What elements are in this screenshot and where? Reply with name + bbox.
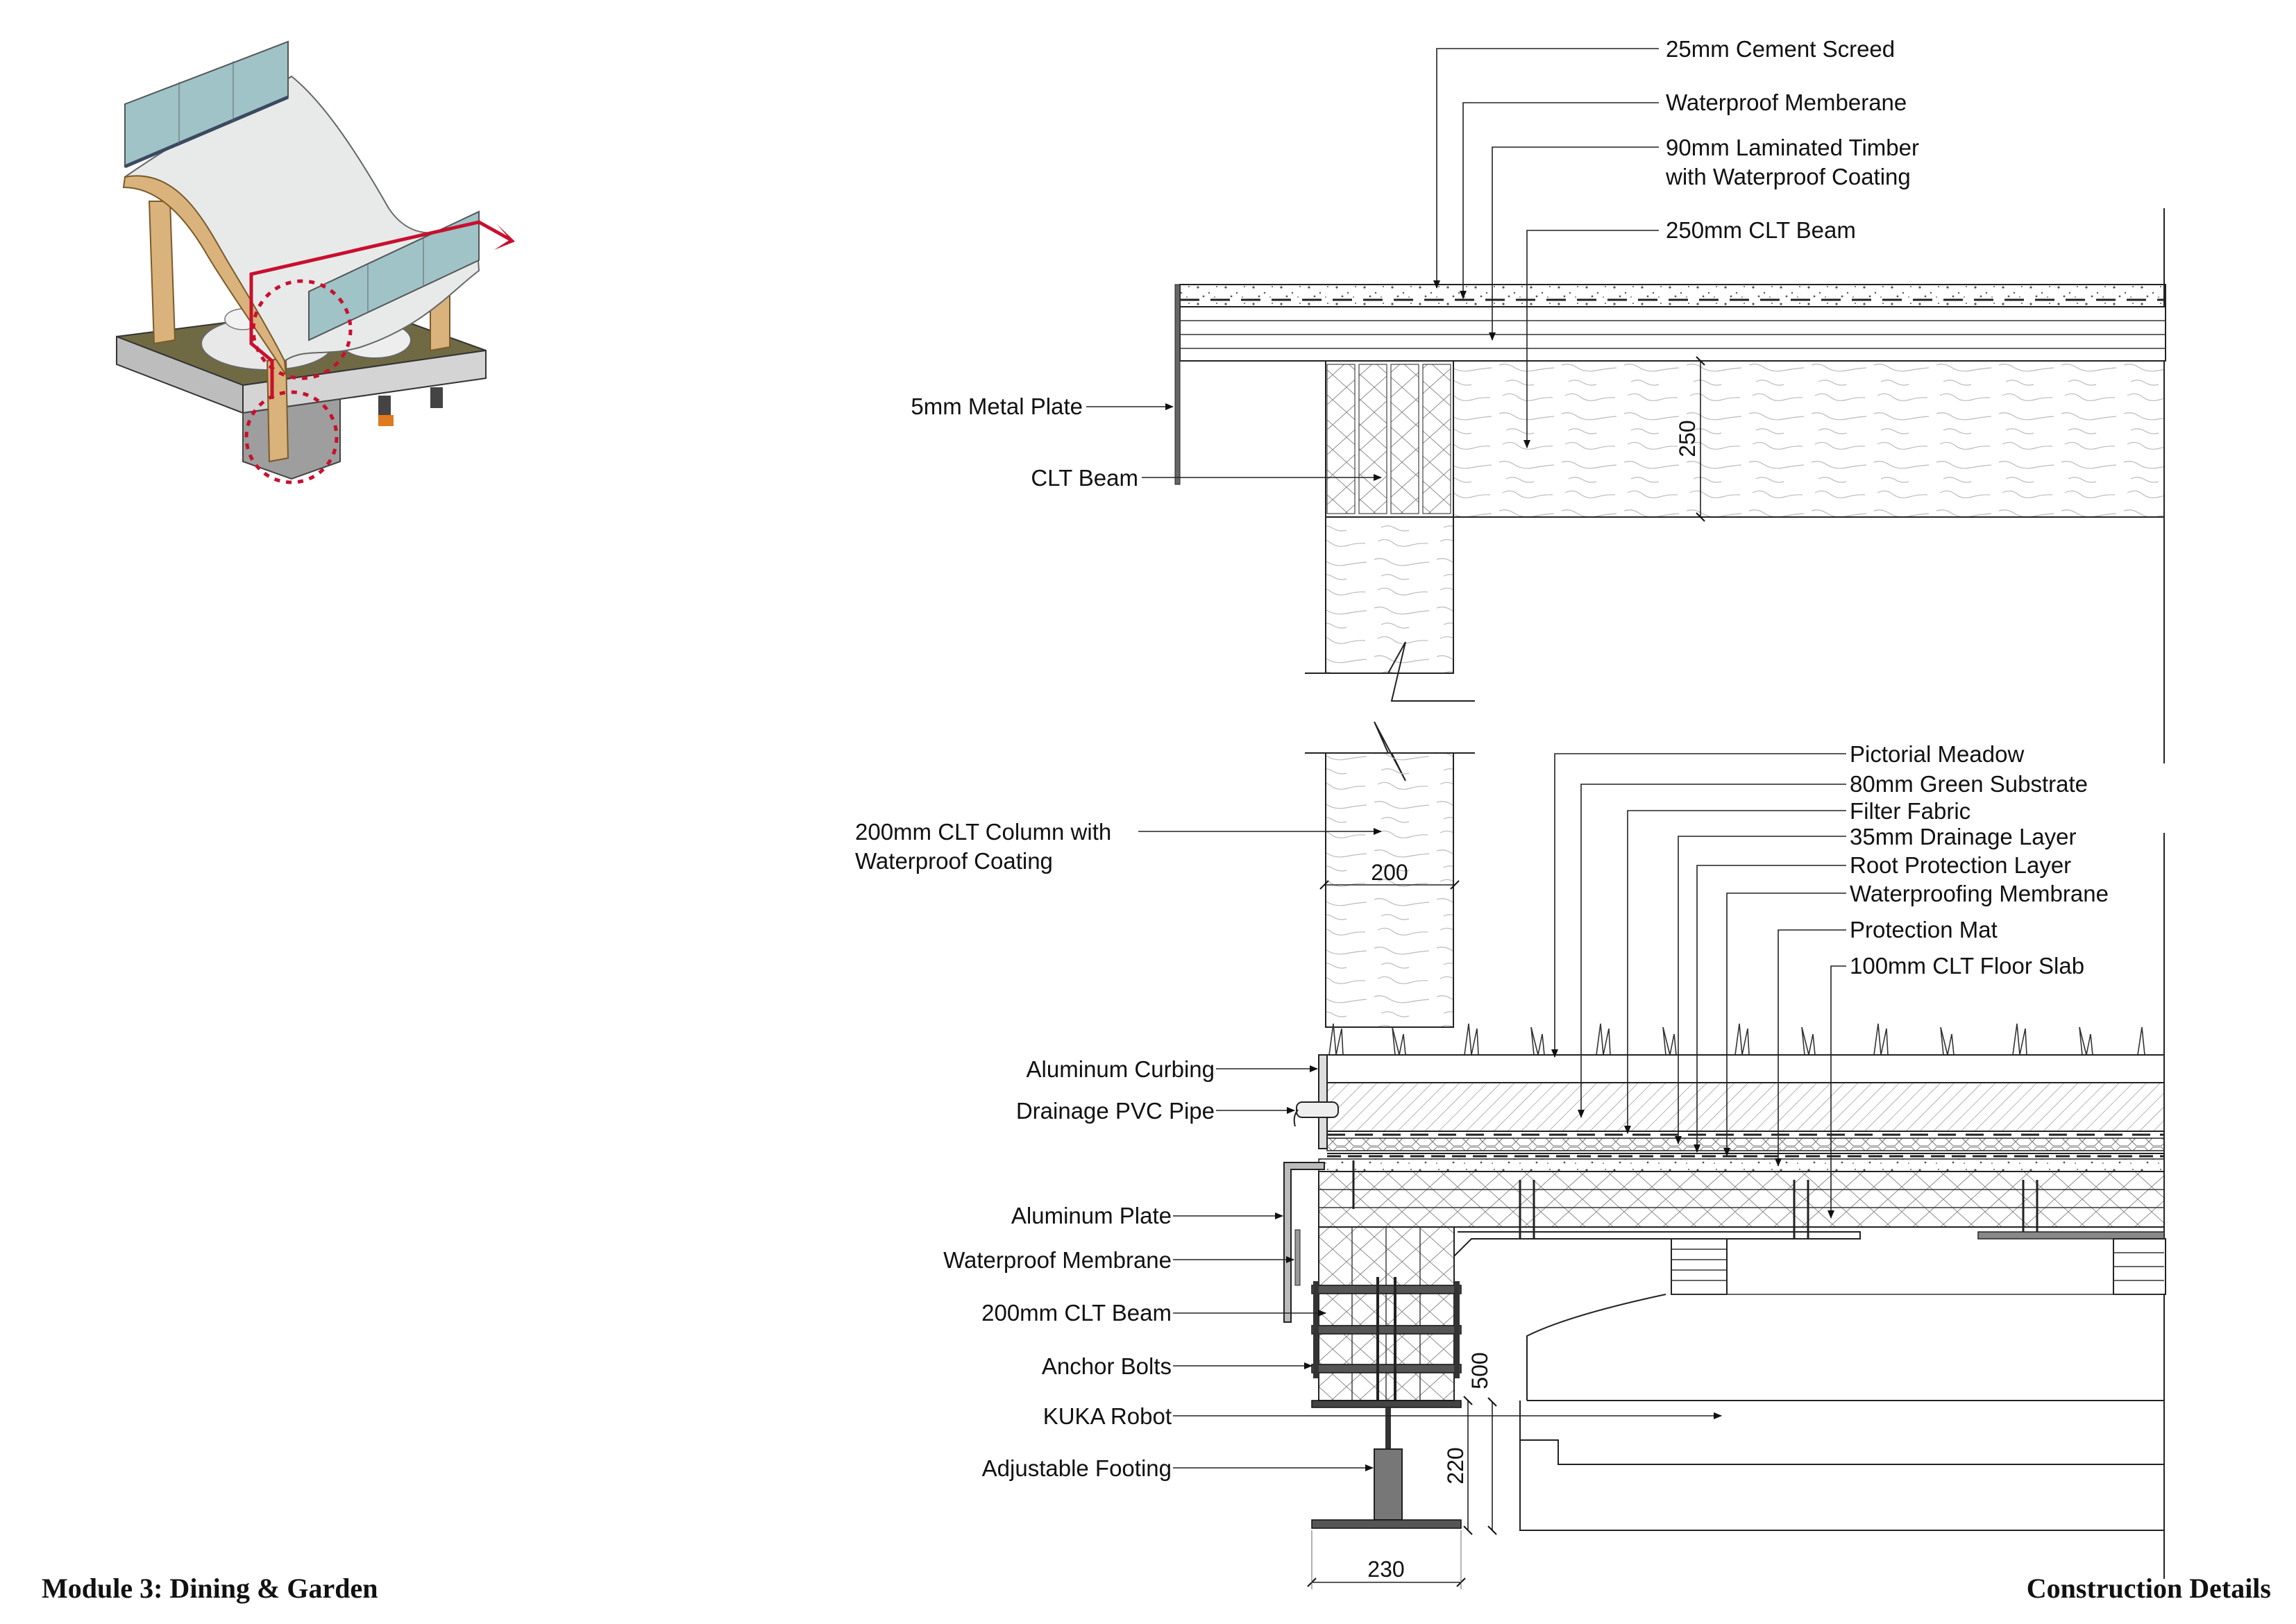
timber-leg-left (148, 201, 176, 345)
label-adjustable-footing: Adjustable Footing (982, 1455, 1172, 1481)
label-drainage-pvc-pipe: Drainage PVC Pipe (1016, 1098, 1215, 1124)
label-pictorial-meadow: Pictorial Meadow (1850, 741, 2024, 767)
label-aluminum-curbing: Aluminum Curbing (1027, 1056, 1215, 1082)
label-clt-beam-200: 200mm CLT Beam (981, 1300, 1172, 1326)
label-clt-column-1: 200mm CLT Column with (855, 819, 1111, 845)
leader-lines (1086, 48, 1846, 1471)
timber-frame-edge (122, 175, 287, 375)
dim-text-200: 200 (1371, 860, 1408, 885)
label-laminated-timber-1: 90mm Laminated Timber (1666, 135, 1919, 160)
drainage-pvc-pipe (1296, 1101, 1339, 1118)
column-lower (1325, 752, 1454, 1028)
clt-beam-plank-divisions (1326, 364, 1451, 514)
label-cement-screed: 25mm Cement Screed (1666, 36, 1895, 62)
label-green-substrate: 80mm Green Substrate (1850, 771, 2088, 797)
label-aluminum-plate: Aluminum Plate (1011, 1203, 1172, 1228)
pictorial-meadow-grass (1328, 1023, 2145, 1056)
anchor-bolts (1311, 1277, 1462, 1402)
label-anchor-bolts: Anchor Bolts (1042, 1353, 1172, 1379)
cement-screed (1179, 284, 2166, 307)
dim-text-250: 250 (1675, 420, 1700, 457)
slab-fixings (1352, 1160, 2038, 1239)
metal-plate (1174, 284, 1181, 485)
edge-channel (1453, 1227, 1861, 1258)
aluminum-plate (1283, 1162, 1325, 1323)
laminated-timber (1179, 306, 2166, 362)
footing-base-plate (1311, 1519, 1462, 1529)
dim-text-230: 230 (1367, 1557, 1404, 1582)
base-structure (1283, 1162, 2166, 1531)
section-arrow-icon (494, 223, 515, 250)
label-protection-mat: Protection Mat (1850, 917, 1998, 942)
glass-balustrade-front (308, 210, 480, 341)
label-root-protection: Root Protection Layer (1850, 852, 2071, 878)
label-drainage-layer: 35mm Drainage Layer (1850, 824, 2077, 849)
waterproof-membrane-strip (1294, 1229, 1301, 1286)
kuka-robot (1519, 1238, 2166, 1531)
green-roof-build-up (1293, 1023, 2165, 1239)
footing-top-plate (1311, 1400, 1462, 1408)
label-metal-plate: 5mm Metal Plate (911, 394, 1083, 419)
label-waterproofing-membrane: Waterproofing Membrane (1850, 881, 2109, 906)
label-clt-floor-slab: 100mm CLT Floor Slab (1850, 953, 2084, 979)
plinth-block (242, 398, 341, 480)
label-clt-beam: CLT Beam (1031, 465, 1138, 491)
green-substrate (1326, 1082, 2165, 1132)
adjustable-footing (1374, 1448, 1403, 1521)
label-clt-column-2: Waterproof Coating (855, 848, 1053, 874)
dim-text-220: 220 (1443, 1447, 1468, 1484)
sheet-title: Construction Details (2027, 1573, 2271, 1604)
drainage-layer (1326, 1137, 2165, 1151)
label-laminated-timber-2: with Waterproof Coating (1665, 164, 1911, 189)
label-filter-fabric: Filter Fabric (1850, 798, 1970, 824)
dimensions: 250 200 500 220 230 (1307, 356, 1705, 1589)
label-waterproof-membrane: Waterproof Membrane (943, 1247, 1172, 1273)
callout-circle-lower (244, 390, 339, 484)
footing-threaded-rod (1385, 1407, 1391, 1449)
balustrade-base-rail (124, 95, 289, 169)
protection-mat (1318, 1158, 2165, 1172)
label-waterproof-memberane: Waterproof Memberane (1666, 90, 1907, 115)
column-upper (1325, 516, 1454, 674)
dim-text-500: 500 (1467, 1352, 1492, 1389)
clt-beam-250 (1453, 360, 2165, 518)
callout-circle-upper (251, 279, 353, 380)
deck-side-right (242, 349, 487, 414)
annotation-labels: 25mm Cement Screed Waterproof Memberane … (855, 36, 2109, 1481)
clt-column (1305, 516, 1475, 1028)
module-title: Module 3: Dining & Garden (42, 1573, 378, 1604)
roof-detail (1174, 208, 2166, 1579)
label-kuka-robot: KUKA Robot (1043, 1403, 1172, 1429)
break-line-top (1305, 641, 1475, 702)
label-clt-beam-250: 250mm CLT Beam (1666, 217, 1856, 243)
axonometric-key-view (116, 40, 515, 484)
